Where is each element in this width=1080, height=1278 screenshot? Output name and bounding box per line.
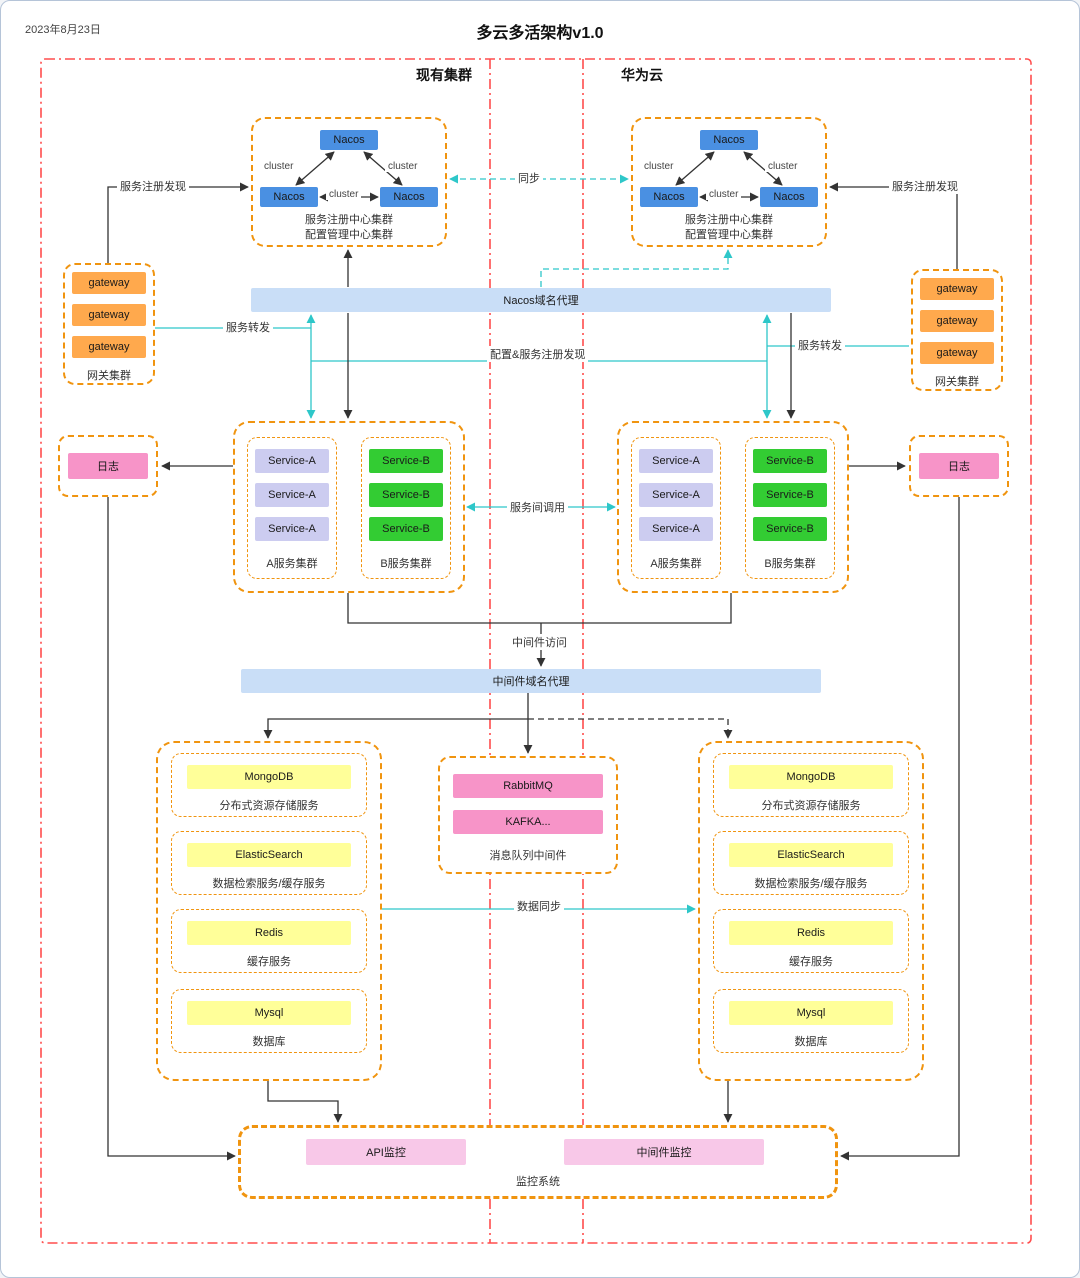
service-a-caption: A服务集群 (266, 558, 318, 570)
service-a-node: Service-A (255, 483, 329, 507)
nacos-node: Nacos (760, 187, 818, 207)
middleware-caption: 缓存服务 (247, 956, 291, 968)
nacos-cluster-left (251, 117, 447, 247)
middleware-pill: Redis (729, 921, 893, 945)
service-b-node: Service-B (369, 483, 443, 507)
service-b-node: Service-B (753, 517, 827, 541)
nacos-node: Nacos (700, 130, 758, 150)
nacos-proxy-bar: Nacos域名代理 (251, 288, 831, 312)
edge-label-sync: 同步 (515, 170, 543, 186)
edge-label-middleware-access: 中间件访问 (509, 634, 570, 650)
edge-label-forward-left: 服务转发 (223, 319, 273, 335)
mq-pill-kafka: KAFKA... (453, 810, 603, 834)
nacos-node: Nacos (380, 187, 438, 207)
nacos-node: Nacos (320, 130, 378, 150)
gateway-node: gateway (72, 336, 146, 358)
middleware-pill: ElasticSearch (729, 843, 893, 867)
gateway-node: gateway (920, 310, 994, 332)
service-b-caption: B服务集群 (380, 558, 432, 570)
middleware-monitor-bar: 中间件监控 (564, 1139, 764, 1165)
service-a-node: Service-A (639, 449, 713, 473)
diagram-title: 多云多活架构v1.0 (476, 25, 604, 42)
middleware-pill: MongoDB (729, 765, 893, 789)
service-b-node: Service-B (369, 517, 443, 541)
log-group-right (909, 435, 1009, 497)
service-a-caption: A服务集群 (650, 558, 702, 570)
edge-label-register-discovery-left: 服务注册发现 (117, 178, 189, 194)
nacos-node: Nacos (640, 187, 698, 207)
service-b-node: Service-B (753, 483, 827, 507)
middleware-pill: Redis (187, 921, 351, 945)
middleware-caption: 分布式资源存储服务 (219, 800, 319, 812)
middleware-proxy-bar: 中间件域名代理 (241, 669, 821, 693)
edge-label-data-sync: 数据同步 (514, 898, 564, 914)
region-label-left: 现有集群 (416, 67, 472, 83)
service-a-node: Service-A (255, 517, 329, 541)
monitoring-caption: 监控系统 (516, 1176, 560, 1188)
cluster-edge-label: cluster (706, 189, 742, 200)
gateway-node: gateway (920, 278, 994, 300)
service-a-node: Service-A (255, 449, 329, 473)
middleware-pill: ElasticSearch (187, 843, 351, 867)
nacos-cluster-right (631, 117, 827, 247)
date-label: 2023年8月23日 (25, 24, 101, 36)
middleware-caption: 数据检索服务/缓存服务 (212, 878, 326, 890)
service-b-node: Service-B (369, 449, 443, 473)
mq-caption: 消息队列中间件 (489, 850, 567, 862)
middleware-caption: 数据库 (252, 1036, 286, 1048)
gateway-cluster-caption: 网关集群 (935, 376, 979, 388)
middleware-pill: MongoDB (187, 765, 351, 789)
edge-label-inter-service-call: 服务间调用 (507, 499, 568, 515)
service-b-caption: B服务集群 (764, 558, 816, 570)
middleware-caption: 缓存服务 (789, 956, 833, 968)
cluster-edge-label: cluster (641, 161, 677, 172)
gateway-node: gateway (920, 342, 994, 364)
log-group-left (58, 435, 158, 497)
mq-pill-rabbitmq: RabbitMQ (453, 774, 603, 798)
nacos-cluster-caption: 服务注册中心集群 (685, 214, 773, 226)
service-a-node: Service-A (639, 483, 713, 507)
api-monitor-bar: API监控 (306, 1139, 466, 1165)
edge-label-forward-right: 服务转发 (795, 337, 845, 353)
middleware-pill: Mysql (729, 1001, 893, 1025)
middleware-caption: 数据检索服务/缓存服务 (754, 878, 868, 890)
edge-label-config-register: 配置&服务注册发现 (487, 346, 589, 362)
middleware-caption: 数据库 (794, 1036, 828, 1048)
gateway-cluster-right (911, 269, 1003, 391)
cluster-edge-label: cluster (385, 161, 421, 172)
gateway-cluster-caption: 网关集群 (87, 370, 131, 382)
service-a-node: Service-A (639, 517, 713, 541)
gateway-node: gateway (72, 304, 146, 326)
middleware-caption: 分布式资源存储服务 (761, 800, 861, 812)
gateway-cluster-left (63, 263, 155, 385)
nacos-cluster-caption: 配置管理中心集群 (305, 229, 393, 241)
region-label-right: 华为云 (621, 67, 663, 83)
edge-label-register-discovery-right: 服务注册发现 (889, 178, 961, 194)
middleware-pill: Mysql (187, 1001, 351, 1025)
service-b-node: Service-B (753, 449, 827, 473)
log-node: 日志 (68, 453, 148, 479)
log-node: 日志 (919, 453, 999, 479)
cluster-edge-label: cluster (261, 161, 297, 172)
cluster-edge-label: cluster (326, 189, 362, 200)
nacos-node: Nacos (260, 187, 318, 207)
nacos-cluster-caption: 配置管理中心集群 (685, 229, 773, 241)
cluster-edge-label: cluster (765, 161, 801, 172)
gateway-node: gateway (72, 272, 146, 294)
nacos-cluster-caption: 服务注册中心集群 (305, 214, 393, 226)
